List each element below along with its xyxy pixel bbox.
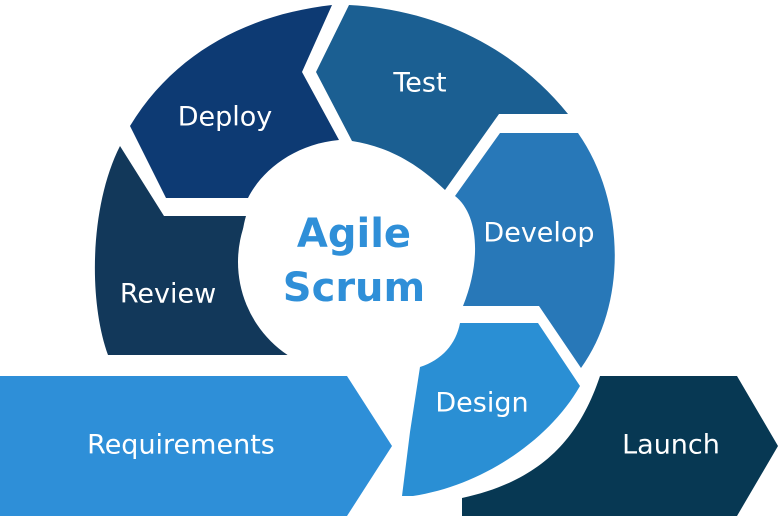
launch-arrow: [462, 376, 778, 516]
center-title-line2: Scrum: [283, 265, 425, 311]
review-segment: [94, 146, 292, 355]
launch-label: Launch: [622, 430, 720, 461]
deploy-label: Deploy: [178, 102, 273, 133]
design-label: Design: [435, 388, 528, 419]
deploy-segment: [130, 5, 339, 198]
design-segment: [402, 323, 580, 496]
requirements-arrow: [0, 376, 392, 516]
test-segment: [316, 5, 568, 190]
review-label: Review: [120, 279, 216, 310]
develop-label: Develop: [483, 218, 594, 249]
requirements-label: Requirements: [87, 430, 275, 461]
test-label: Test: [392, 68, 446, 99]
develop-segment: [455, 133, 615, 368]
center-title-line1: Agile: [297, 211, 411, 257]
center-circle: [238, 150, 462, 374]
